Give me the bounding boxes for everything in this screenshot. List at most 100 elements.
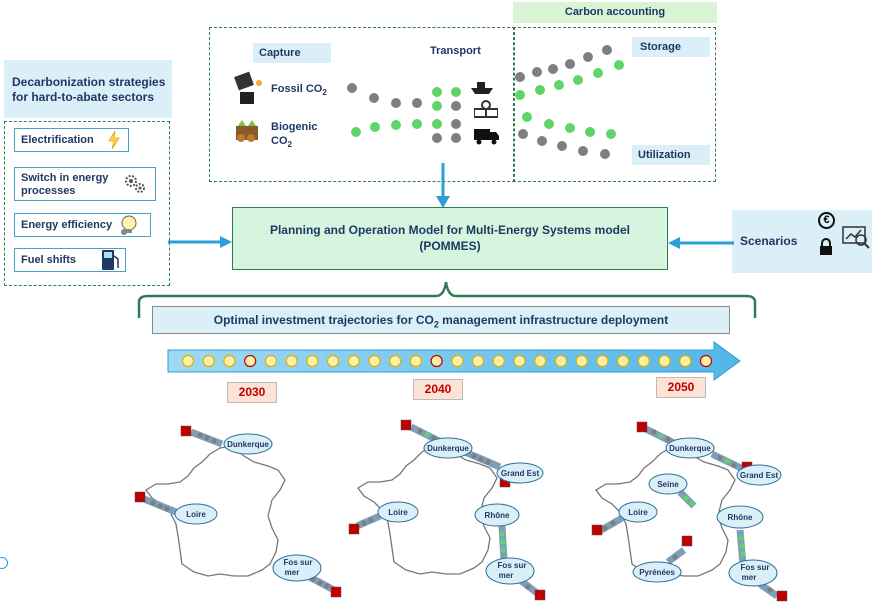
timeline-dot bbox=[202, 354, 215, 368]
timeline-dot bbox=[658, 354, 671, 368]
strategy-fuel-label: Fuel shifts bbox=[21, 254, 77, 266]
green-brace bbox=[137, 281, 757, 318]
strategies-arrow bbox=[168, 236, 232, 248]
timeline-dot bbox=[285, 354, 298, 368]
timeline-dots bbox=[181, 354, 713, 368]
timeline-dot bbox=[409, 354, 422, 368]
strategy-electrification-label: Electrification bbox=[21, 134, 94, 146]
timeline-dot bbox=[637, 354, 650, 368]
trajectory-prefix: Optimal investment trajectories for CO bbox=[213, 313, 434, 327]
euro-symbol: € bbox=[823, 214, 830, 226]
scenarios-box: Scenarios bbox=[732, 210, 872, 273]
gears-icon bbox=[125, 175, 145, 193]
map-2040-rhone: Rhône bbox=[485, 511, 510, 520]
map-2050-loire: Loire bbox=[628, 508, 648, 517]
pipeline-icon bbox=[474, 100, 498, 118]
edge-marker bbox=[0, 557, 8, 569]
map-2050-grandest: Grand Est bbox=[740, 471, 779, 480]
timeline-dot bbox=[451, 354, 464, 368]
timeline-dot bbox=[181, 354, 195, 368]
map-2030-fos-2: mer bbox=[285, 568, 300, 577]
factory-icon bbox=[234, 71, 262, 104]
map-2050-fos-1: Fos sur bbox=[741, 563, 770, 572]
biogenic-sub: 2 bbox=[287, 140, 292, 150]
lock-icon bbox=[820, 238, 832, 255]
map-2050-pyrenees: Pyrénées bbox=[639, 568, 675, 577]
maps-area: Dunkerque Loire Fos sur mer Dunkerque Gr… bbox=[134, 419, 788, 602]
trajectory-sub: 2 bbox=[433, 319, 439, 330]
map-2040-links bbox=[348, 419, 546, 601]
year-2040: 2040 bbox=[413, 379, 463, 400]
carbon-accounting-label: Carbon accounting bbox=[513, 2, 717, 23]
biogenic-text: Biogenic bbox=[271, 121, 318, 133]
analytics-icon bbox=[842, 226, 870, 249]
lightning-icon bbox=[108, 130, 120, 150]
map-2040-loire: Loire bbox=[388, 508, 408, 517]
timeline-dot bbox=[554, 354, 568, 368]
timeline-dot bbox=[347, 354, 360, 368]
biogenic-dot-chain bbox=[351, 119, 461, 143]
fossil-text: Fossil CO bbox=[271, 83, 323, 95]
pommes-line2: (POMMES) bbox=[419, 239, 481, 253]
map-2050-dunkerque: Dunkerque bbox=[669, 444, 711, 453]
biogenic-co-text: CO bbox=[271, 135, 288, 147]
scenarios-label: Scenarios bbox=[740, 234, 798, 248]
map-2050-seine: Seine bbox=[657, 480, 679, 489]
scenarios-arrow bbox=[668, 237, 734, 249]
bulb-icon bbox=[121, 215, 137, 235]
timeline-dot bbox=[617, 354, 630, 368]
timeline-dot bbox=[492, 354, 505, 368]
timeline-dot bbox=[264, 354, 278, 368]
timeline-dot bbox=[223, 354, 236, 368]
map-2050-fos-2: mer bbox=[742, 573, 757, 582]
map-2040-grandest: Grand Est bbox=[501, 469, 540, 478]
truck-icon bbox=[474, 129, 499, 145]
map-2030-dunkerque: Dunkerque bbox=[227, 440, 269, 449]
euro-icon: € bbox=[818, 212, 835, 229]
timeline-dot bbox=[596, 354, 609, 368]
strategy-switch-label-2: processes bbox=[21, 185, 76, 197]
utilization-label: Utilization bbox=[632, 145, 710, 165]
map-2030-links bbox=[134, 425, 342, 598]
trajectory-suffix: management infrastructure deployment bbox=[438, 313, 669, 327]
pommes-line1: Planning and Operation Model for Multi-E… bbox=[269, 223, 631, 237]
fossil-co2-label: Fossil CO2 bbox=[271, 83, 327, 97]
ship-icon bbox=[471, 82, 493, 94]
biomass-icon bbox=[236, 120, 258, 142]
map-2040-dunkerque: Dunkerque bbox=[427, 444, 469, 453]
timeline-dot bbox=[575, 354, 588, 368]
timeline-milestone-dot bbox=[244, 354, 257, 368]
transport-label: Transport bbox=[430, 45, 481, 57]
timeline-dot bbox=[679, 354, 692, 368]
timeline-dot bbox=[389, 354, 402, 368]
strategy-efficiency-label: Energy efficiency bbox=[21, 219, 113, 231]
map-2030-loire: Loire bbox=[186, 510, 206, 519]
ccus-dot-chains bbox=[347, 45, 624, 198]
strategies-title-box: Decarbonization strategies for hard-to-a… bbox=[4, 60, 172, 118]
fossil-sub: 2 bbox=[322, 88, 327, 98]
timeline-arrow bbox=[167, 341, 741, 381]
capture-label: Capture bbox=[253, 43, 331, 63]
biogenic-co2-label: Biogenic CO2 bbox=[271, 120, 317, 152]
timeline-dot bbox=[326, 354, 340, 368]
storage-dot-chains bbox=[515, 45, 624, 100]
year-2030: 2030 bbox=[227, 382, 277, 403]
map-2040-fos-2: mer bbox=[499, 571, 514, 580]
strategy-switch-label-1: Switch in energy bbox=[21, 172, 109, 184]
map-2040-fos-1: Fos sur bbox=[498, 561, 527, 570]
timeline-dot bbox=[513, 354, 526, 368]
fuel-pump-icon bbox=[102, 250, 119, 270]
utilization-dot-chains bbox=[518, 112, 616, 159]
storage-label: Storage bbox=[632, 37, 710, 57]
timeline-dot bbox=[306, 354, 319, 368]
fossil-dot-chain bbox=[347, 83, 461, 111]
strategies-title-line2: for hard-to-abate sectors bbox=[12, 90, 155, 104]
carbon-accounting-panel bbox=[513, 27, 716, 182]
strategies-title-line1: Decarbonization strategies bbox=[12, 75, 166, 89]
map-2050-links bbox=[591, 421, 788, 602]
map-2050-rhone: Rhône bbox=[728, 513, 753, 522]
timeline-dot bbox=[368, 354, 381, 368]
chain-down-arrowhead bbox=[436, 196, 450, 208]
timeline-dot bbox=[534, 354, 547, 368]
strategy-switch-processes: Switch in energy processes bbox=[14, 167, 156, 201]
